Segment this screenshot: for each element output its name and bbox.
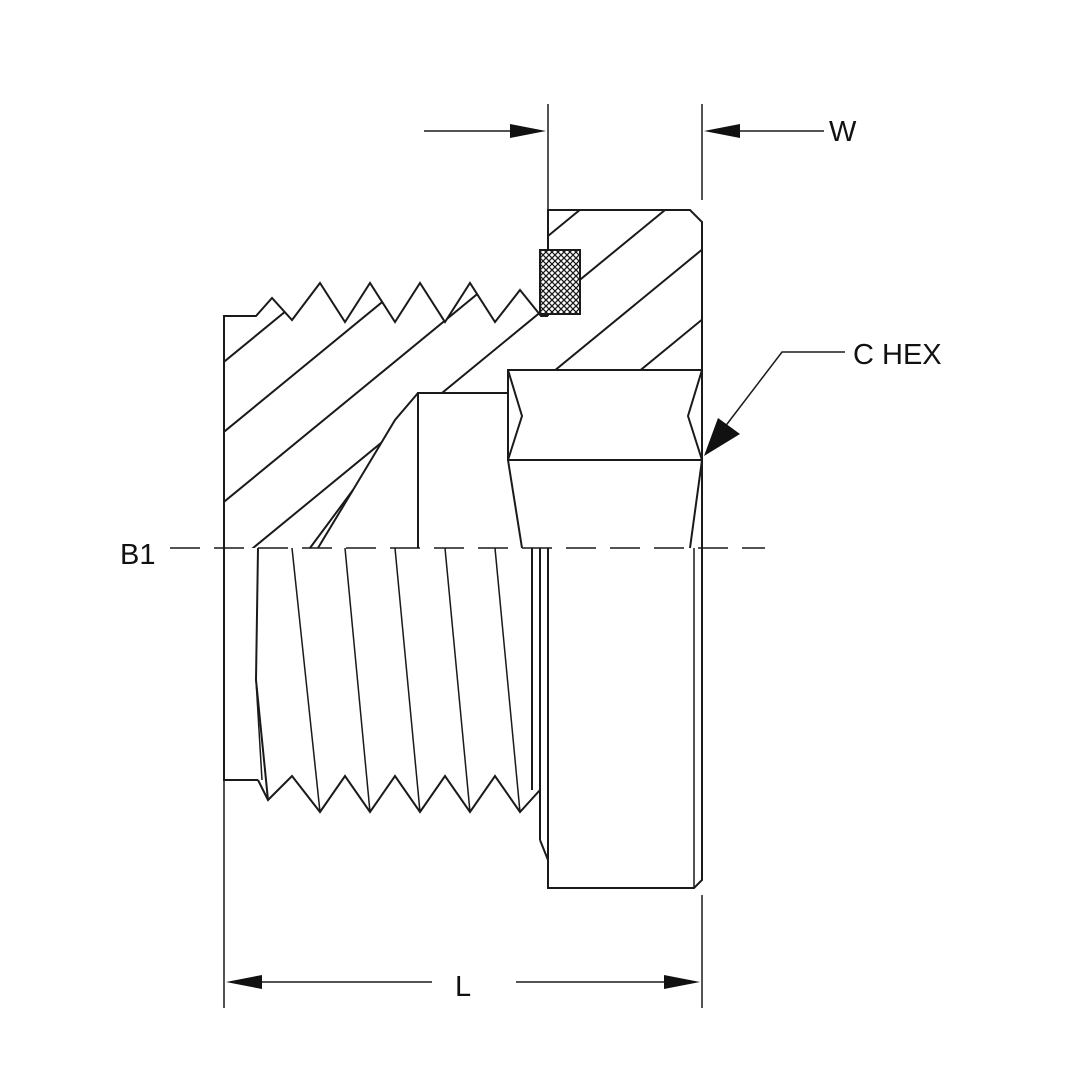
hex-socket bbox=[507, 369, 703, 549]
upper-section-outline bbox=[223, 209, 703, 549]
label-c-hex: C HEX bbox=[853, 339, 942, 371]
o-ring-seal bbox=[539, 249, 581, 315]
label-w: W bbox=[829, 116, 857, 148]
lower-external-view bbox=[223, 547, 703, 889]
label-b1: B1 bbox=[120, 539, 155, 571]
dimension-w bbox=[424, 104, 824, 210]
c-hex-leader bbox=[704, 351, 845, 456]
dimension-l bbox=[223, 780, 703, 1008]
label-l: L bbox=[455, 971, 471, 1003]
section-hatching bbox=[224, 210, 702, 548]
